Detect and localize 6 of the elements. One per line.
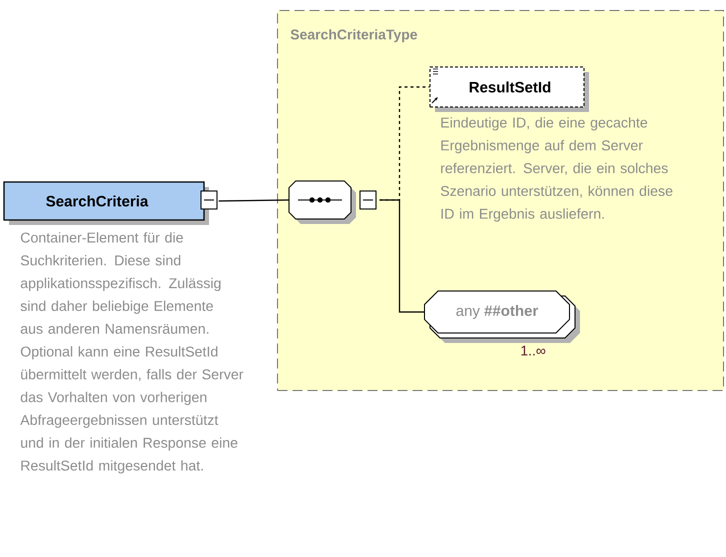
description-text: Container-Element für die Suchkriterien. Diese sind applikationsspezifisch. Zulässig sind daher beliebige Elemente aus anderen Namensräumen. Optional kann eine ResultSetId übermittelt werden, falls der Server das Vorhalten von vorherigen Abfrageergebnissen unterstützt und in der initialen Response eine ResultSetId mitgesendet hat. [20,232,244,474]
element-box: SearchCriteria [3,181,209,225]
wildcard-box: any ##other [424,290,580,343]
multiplicity-label: 1..∞ [521,346,546,356]
element-box: ResultSetId [430,66,589,112]
description-text: Eindeutige ID, die eine gecachte Ergebnismenge auf dem Server referenziert. Server, die ein solches Szenario unterstützen, können diese ID im Ergebnis ausliefern. [440,117,672,222]
